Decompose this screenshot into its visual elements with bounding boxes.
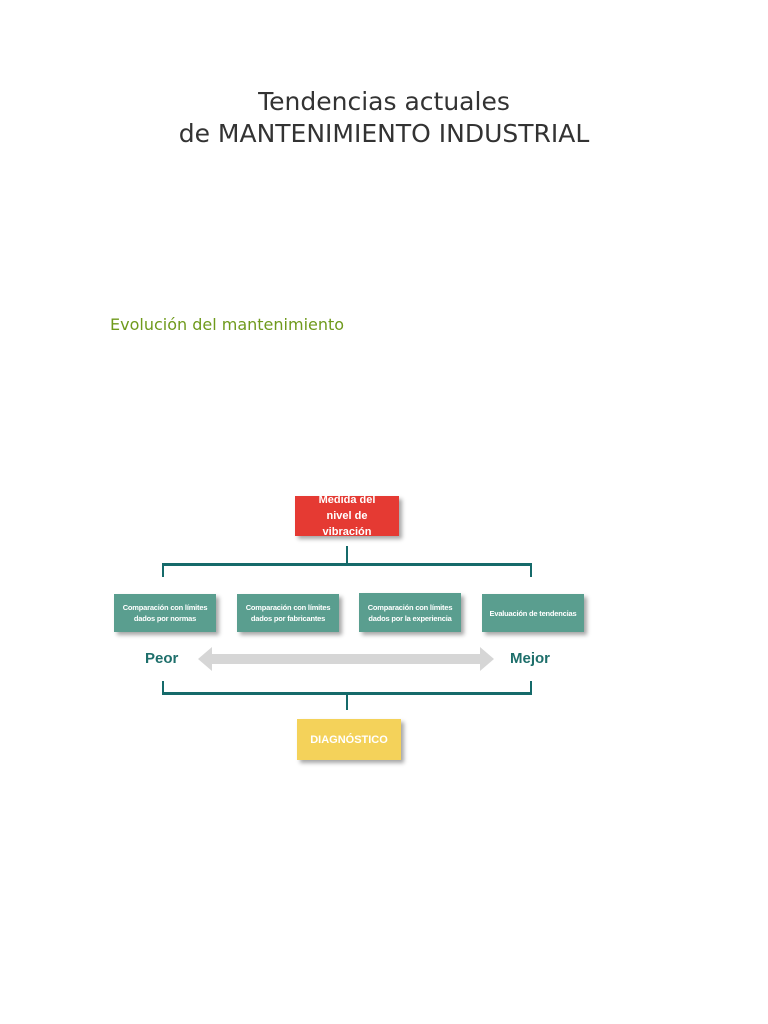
- method-box-label: Comparación con límites dados por la exp…: [367, 602, 453, 623]
- top-box-label: Medida del nivel de vibración: [318, 494, 376, 538]
- connector-top-stem: [346, 546, 348, 564]
- method-box-norms: Comparación con límites dados por normas: [114, 594, 216, 632]
- connector-bottom-right-rise: [530, 681, 532, 694]
- connector-top-right-drop: [530, 563, 532, 577]
- connector-top-bar: [162, 563, 532, 566]
- scale-label-better: Mejor: [510, 650, 551, 667]
- method-box-trends: Evaluación de tendencias: [482, 594, 584, 632]
- method-box-label: Comparación con límites dados por normas: [122, 603, 208, 623]
- section-heading: Evolución del mantenimiento: [110, 315, 345, 334]
- connector-top-left-drop: [162, 563, 164, 577]
- method-box-manufacturers: Comparación con límites dados por fabric…: [237, 594, 339, 632]
- page-title: Tendencias actuales de MANTENIMIENTO IND…: [0, 86, 768, 150]
- title-line-1: Tendencias actuales: [258, 87, 510, 116]
- connector-bottom-left-rise: [162, 681, 164, 694]
- method-box-label: Evaluación de tendencias: [489, 608, 577, 618]
- method-box-experience: Comparación con límites dados por la exp…: [359, 593, 461, 632]
- double-arrow-icon: [198, 647, 494, 671]
- scale-label-worse: Peor: [145, 650, 179, 667]
- bottom-box-label: DIAGNÓSTICO: [310, 733, 388, 746]
- connector-bottom-stem: [346, 694, 348, 710]
- connector-bottom-bar: [162, 692, 532, 695]
- top-box-vibration-measure: Medida del nivel de vibración: [295, 494, 399, 538]
- title-line-2: de MANTENIMIENTO INDUSTRIAL: [178, 119, 590, 148]
- method-box-label: Comparación con límites dados por fabric…: [245, 603, 331, 623]
- bottom-box-diagnosis: DIAGNÓSTICO: [297, 719, 401, 760]
